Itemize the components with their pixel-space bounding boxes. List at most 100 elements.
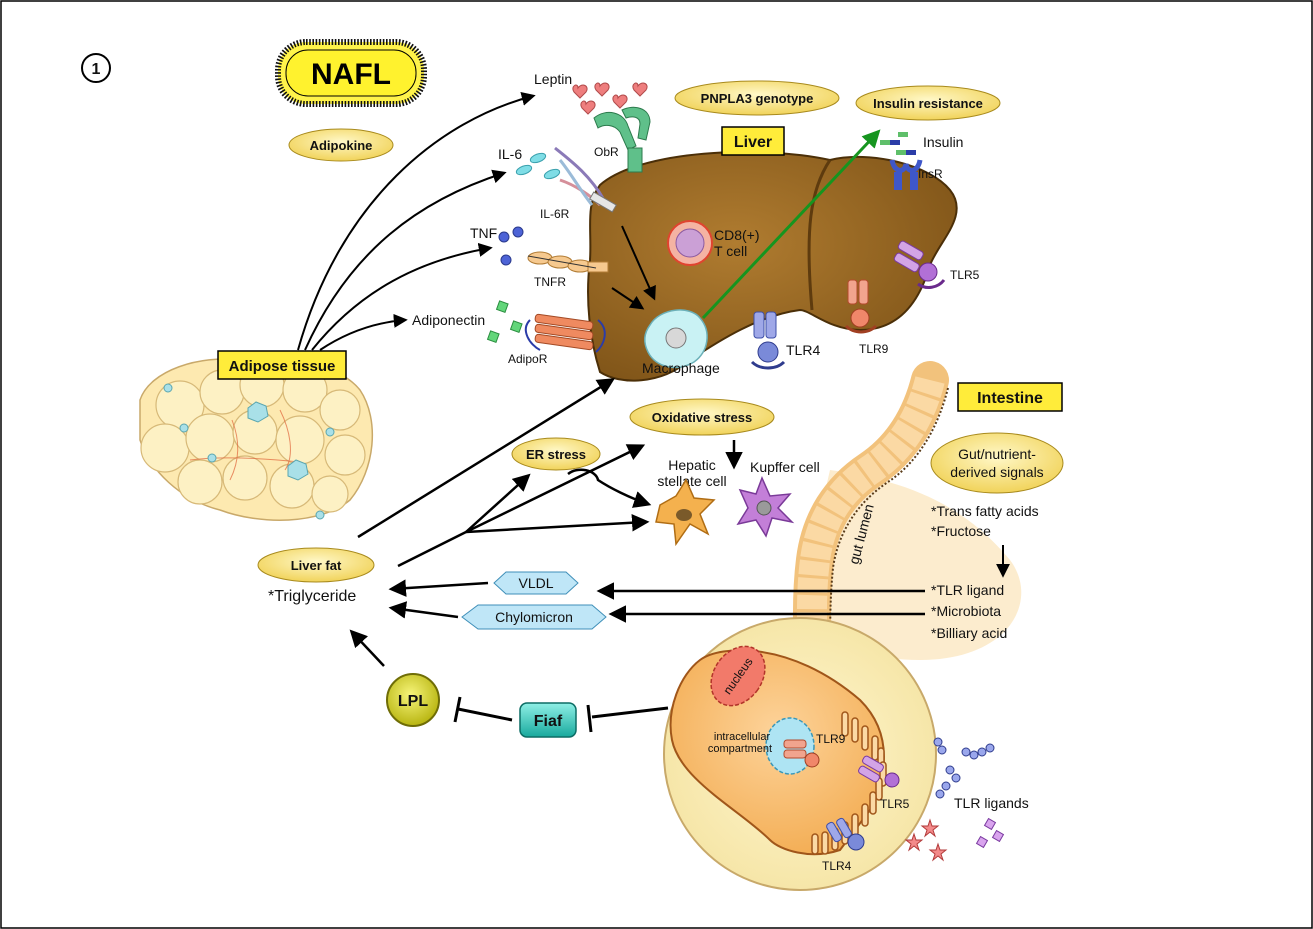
adipose-tissue-label-box: Adipose tissue	[217, 350, 347, 380]
svg-text:TNFR: TNFR	[534, 275, 566, 289]
oval-gut-signals: Gut/nutrient- derived signals	[930, 432, 1064, 494]
nucleus-ellipse: nucleus	[710, 645, 766, 707]
svg-text:Hepatic: Hepatic	[668, 457, 715, 473]
insulin-molecules: Insulin	[880, 132, 963, 155]
oval-adipokine: Adipokine	[288, 128, 394, 162]
tnfr-receptor: TNFR	[527, 251, 609, 289]
svg-text:VLDL: VLDL	[518, 575, 553, 591]
svg-text:Chylomicron: Chylomicron	[495, 609, 573, 625]
leptin-label: Leptin	[534, 71, 572, 87]
tlr-ligands-label: TLR ligands	[954, 795, 1029, 811]
svg-text:T cell: T cell	[714, 243, 747, 259]
gut-background	[800, 470, 1022, 660]
il6-label: IL-6	[498, 146, 522, 162]
svg-text:Oxidative stress: Oxidative stress	[652, 410, 752, 425]
liver-tlr4-receptor: TLR4	[750, 311, 820, 370]
svg-text:ObR: ObR	[594, 145, 619, 159]
svg-text:TLR9: TLR9	[816, 732, 846, 746]
macrophage-cell: Macrophage	[642, 309, 720, 376]
fiaf-inhibits-lpl	[453, 696, 513, 723]
tlr-ligand-stars	[904, 818, 948, 862]
svg-text:Liver fat: Liver fat	[291, 558, 342, 573]
svg-text:ER stress: ER stress	[526, 447, 586, 462]
svg-text:InsR: InsR	[918, 167, 943, 181]
oval-insulin-resistance: Insulin resistance	[855, 85, 1001, 121]
chylomicron-hexagon: Chylomicron	[461, 604, 607, 630]
kupffer-cell: Kupffer cell	[736, 459, 820, 538]
svg-text:TLR9: TLR9	[859, 342, 889, 356]
svg-text:TLR5: TLR5	[950, 268, 980, 282]
tlr-ligand-chains	[933, 737, 995, 799]
liver-label-box: Liver	[721, 126, 785, 156]
il6-molecules	[515, 152, 561, 180]
tnf-molecules	[498, 226, 524, 266]
svg-text:Fiaf: Fiaf	[534, 713, 563, 730]
svg-text:TLR4: TLR4	[786, 342, 820, 358]
liver-tlr5-receptor: TLR5	[893, 240, 980, 289]
il6r-receptor: IL-6R	[540, 146, 617, 221]
leptin-molecules	[572, 82, 648, 115]
oval-pnpla3: PNPLA3 genotype	[674, 80, 840, 116]
liver-internal-arrows	[611, 225, 656, 310]
svg-text:Liver: Liver	[734, 134, 772, 151]
intestine-label-box: Intestine	[957, 382, 1063, 412]
svg-text:stellate cell: stellate cell	[657, 473, 726, 489]
adipose-tissue-cluster	[139, 358, 374, 521]
adipokine-arrows	[297, 92, 536, 351]
svg-text:TLR5: TLR5	[880, 797, 910, 811]
svg-text:IL-6R: IL-6R	[540, 207, 570, 221]
svg-text:derived signals: derived signals	[950, 464, 1043, 480]
adiponectin-label: Adiponectin	[412, 312, 485, 328]
triglyceride-label: *Triglyceride	[268, 588, 356, 605]
svg-text:Adipokine: Adipokine	[310, 138, 373, 153]
svg-text:Gut/nutrient-: Gut/nutrient-	[958, 446, 1036, 462]
adiponectin-molecules	[486, 300, 523, 344]
adipor-receptor: AdipoR	[508, 313, 606, 366]
svg-text:Adipose tissue: Adipose tissue	[229, 358, 336, 375]
lpl-circle: LPL	[386, 673, 440, 727]
svg-text:TLR4: TLR4	[822, 859, 852, 873]
cd8-t-cell: CD8(+) T cell	[667, 220, 760, 266]
oval-liver-fat: Liver fat	[257, 547, 375, 583]
liver-tlr9-receptor: TLR9	[844, 279, 889, 356]
svg-text:intracellular: intracellular	[714, 731, 771, 743]
insr-receptor: InsR	[889, 159, 943, 190]
enterocyte-inhibits-fiaf	[586, 704, 669, 733]
enterocyte-tlr5: TLR5	[858, 755, 910, 811]
trans-fatty-acids-label: *Trans fatty acids	[931, 503, 1039, 519]
biliary-acid-label: *Billiary acid	[931, 625, 1007, 641]
liver-fat-arrows	[357, 378, 650, 568]
tlr-ligand-label: *TLR ligand	[931, 582, 1004, 598]
svg-text:Kupffer cell: Kupffer cell	[750, 459, 820, 475]
tlr-ligand-squares	[975, 817, 1005, 849]
svg-text:Macrophage: Macrophage	[642, 360, 720, 376]
svg-text:compartment: compartment	[708, 743, 772, 755]
microbiota-label: *Microbiota	[931, 603, 1001, 619]
lipoprotein-to-liver-fat-arrows	[388, 579, 489, 619]
svg-text:NAFL: NAFL	[311, 58, 391, 91]
er-stress-to-stellate-arrow	[567, 468, 652, 508]
svg-text:CD8(+): CD8(+)	[714, 227, 760, 243]
svg-text:1: 1	[92, 61, 101, 78]
vldl-hexagon: VLDL	[493, 571, 579, 595]
svg-text:PNPLA3 genotype: PNPLA3 genotype	[701, 91, 814, 106]
lpl-to-triglyceride-arrow	[349, 629, 385, 667]
fructose-label: *Fructose	[931, 523, 991, 539]
oval-er-stress: ER stress	[511, 437, 601, 471]
nafl-title-badge: NAFL	[275, 39, 427, 107]
svg-text:Intestine: Intestine	[977, 390, 1043, 407]
hepatic-stellate-cell: Hepatic stellate cell	[655, 457, 727, 547]
insulin-resistance-arrow	[701, 129, 881, 320]
obr-receptor: ObR	[593, 106, 651, 173]
enterocyte-tlr9: TLR9	[783, 732, 846, 768]
svg-text:Insulin: Insulin	[923, 134, 963, 150]
svg-text:AdipoR: AdipoR	[508, 352, 548, 366]
fiaf-box: Fiaf	[519, 702, 577, 738]
svg-text:LPL: LPL	[398, 693, 428, 710]
gut-to-lipoprotein-arrows	[596, 582, 925, 623]
panel-number: 1	[81, 53, 111, 83]
tnf-label: TNF	[470, 225, 497, 241]
